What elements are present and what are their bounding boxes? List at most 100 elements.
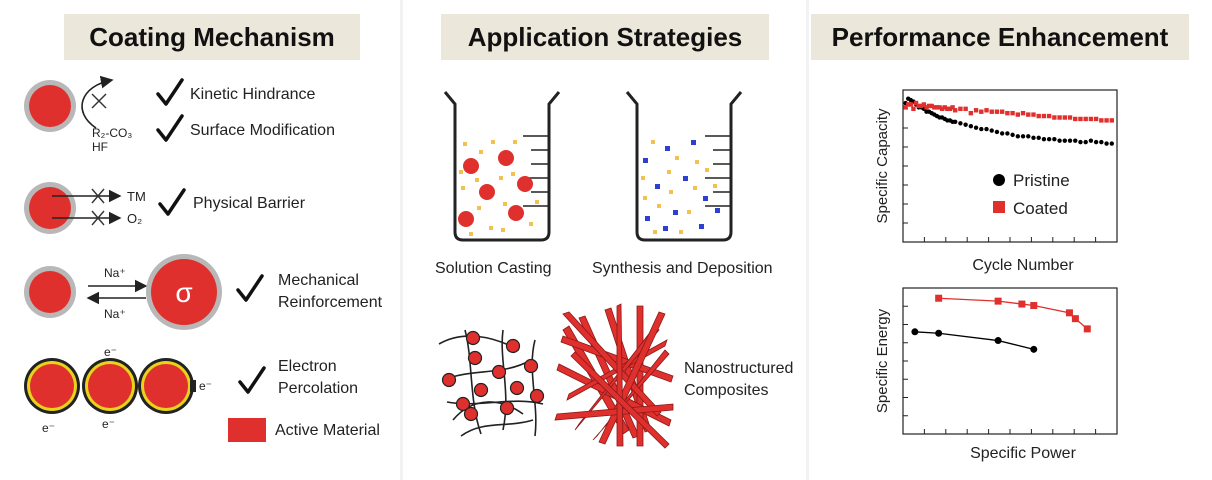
coated-particle-3 [24, 266, 76, 318]
capacity-x-axis-label: Cycle Number [972, 257, 1074, 274]
energy-x-axis-label: Specific Power [970, 445, 1076, 462]
data-point [1099, 139, 1104, 145]
data-point [924, 105, 929, 110]
data-point [952, 119, 958, 125]
performance-charts: Specific Capacity Cycle Number Pristine … [874, 89, 1118, 462]
data-point [1073, 138, 1078, 143]
blocked-x-2 [91, 188, 105, 226]
application-strategies-panel: Application Strategies [403, 0, 806, 480]
data-point [1093, 139, 1099, 145]
legend-coated-label: Coated [1013, 199, 1068, 218]
data-point [942, 105, 947, 110]
synthesis-deposition-label: Synthesis and Deposition [592, 260, 773, 277]
data-point [1046, 113, 1052, 119]
data-point [1030, 345, 1038, 353]
data-point [1010, 132, 1015, 138]
data-point [1083, 116, 1088, 122]
data-point [1073, 116, 1078, 122]
reinforcement-label: Reinforcement [278, 294, 383, 311]
data-point [1052, 137, 1057, 142]
fiber-particle-network [438, 329, 545, 437]
legend-pristine-label: Pristine [1013, 171, 1070, 190]
kinetic-hindrance-label: Kinetic Hindrance [190, 86, 316, 103]
data-point [1046, 137, 1052, 142]
stressed-particle [146, 254, 222, 330]
coating-mechanism-header: Coating Mechanism [64, 14, 360, 60]
data-point [939, 106, 945, 112]
active-material-label: Active Material [275, 422, 380, 439]
surface-modification-label: Surface Modification [190, 122, 335, 139]
data-point [1020, 110, 1026, 116]
na-bottom-label: Na⁺ [104, 307, 126, 321]
blocked-x-1 [91, 93, 107, 109]
data-point [921, 102, 927, 107]
capacity-y-axis-label: Specific Capacity [874, 108, 891, 224]
checkmark-icon [238, 366, 266, 394]
data-point [999, 109, 1005, 114]
data-point [952, 108, 958, 113]
mechanical-label: Mechanical [278, 272, 359, 289]
data-point [989, 128, 994, 133]
solution-casting-beaker [443, 91, 561, 242]
data-point [963, 106, 968, 112]
coated-particle-2 [24, 182, 76, 234]
data-point [984, 108, 989, 113]
data-point [1078, 116, 1083, 122]
data-point [1015, 134, 1021, 139]
nanostructured-label: Nanostructured [684, 360, 794, 377]
data-point [1036, 113, 1041, 119]
application-strategies-diagram [438, 91, 743, 449]
energy-y-axis-label: Specific Energy [874, 308, 891, 413]
data-point [934, 105, 940, 110]
data-point [979, 109, 984, 114]
data-point [1026, 134, 1031, 139]
performance-enhancement-header: Performance Enhancement [811, 14, 1189, 60]
data-point [1031, 112, 1036, 117]
percolation-label: Percolation [278, 380, 359, 397]
data-point [1065, 309, 1073, 317]
data-point [989, 109, 994, 114]
electron-symbol-top: e⁻ [104, 345, 117, 359]
energy-chart-series [911, 294, 1091, 353]
synthesis-deposition-beaker [625, 91, 743, 242]
data-point [984, 126, 989, 132]
data-point [1041, 113, 1047, 119]
data-point [979, 126, 984, 132]
data-point [926, 103, 932, 109]
data-point [1026, 112, 1031, 117]
checkmark-icon [156, 78, 184, 106]
data-point [1104, 141, 1109, 146]
data-point [968, 123, 974, 129]
checkmark-icon [156, 114, 184, 142]
legend-pristine-marker [993, 174, 1005, 186]
data-point [945, 106, 950, 112]
data-point [919, 103, 924, 109]
data-point [1088, 116, 1094, 122]
reactants-label-bottom: HF [92, 140, 108, 154]
data-point [906, 102, 911, 107]
data-point [1057, 138, 1062, 143]
data-point [911, 328, 919, 336]
data-point [1104, 118, 1109, 123]
data-point [1018, 300, 1026, 308]
data-point [973, 125, 979, 130]
data-point [1052, 115, 1057, 120]
capacity-chart-ticks [903, 108, 1097, 242]
coated-particle-1 [24, 80, 76, 132]
percolating-particle-chain [24, 358, 196, 414]
series-line-1 [914, 331, 1034, 350]
data-point [908, 102, 914, 107]
data-point [994, 337, 1002, 345]
reactants-label-top: R₂-CO₃ [92, 126, 132, 140]
tm-label: TM [127, 189, 146, 204]
data-point [1031, 135, 1036, 140]
series-line-2 [938, 297, 1088, 330]
data-point [937, 105, 942, 110]
capacity-chart-series [903, 96, 1114, 146]
data-point [1010, 110, 1015, 116]
active-material-swatch [228, 418, 266, 442]
coating-mechanism-diagram: R₂-CO₃ HF TM O₂ Na⁺ Na⁺ σ [24, 75, 266, 442]
electron-symbol-right: e⁻ [199, 379, 212, 393]
data-point [1005, 131, 1010, 136]
data-point [973, 108, 979, 113]
